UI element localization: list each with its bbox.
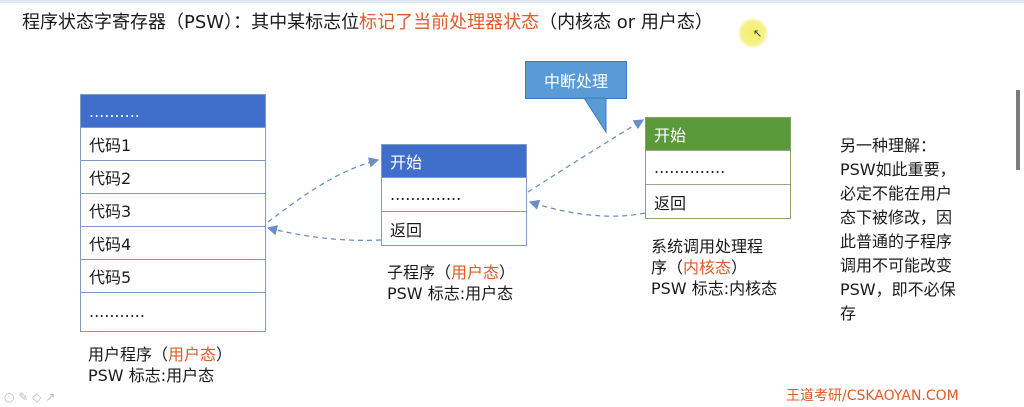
user-program-box: .......... 代码1 代码2 代码3 代码4 代码5 .........… <box>80 94 266 332</box>
caption-text: 序（ <box>651 258 684 277</box>
psw-flag-text: PSW 标志:用户态 <box>387 284 514 303</box>
caption-text: ） <box>731 258 748 277</box>
side-note: 另一种理解： PSW如此重要， 必定不能在用户 态下被修改，因 此普通的子程序 … <box>840 134 1020 326</box>
user-program-row: ........... <box>81 292 265 329</box>
side-note-line: 此普通的子程序 <box>840 232 953 251</box>
psw-flag-text: PSW 标志:内核态 <box>651 279 778 298</box>
side-note-line: 必定不能在用户 <box>840 184 953 203</box>
caption-text: ） <box>499 263 516 282</box>
interrupt-callout: 中断处理 <box>525 61 627 99</box>
syscall-handler-row: 开始 <box>646 118 790 150</box>
side-note-line: 态下被修改，因 <box>840 208 953 227</box>
scrollbar-thumb[interactable] <box>1016 90 1020 170</box>
arrow-return-subroutine <box>266 225 382 242</box>
user-program-row: 代码5 <box>81 259 265 292</box>
cursor-icon: ↖ <box>753 27 763 40</box>
caption-text: 子程序（ <box>387 263 452 282</box>
side-note-line: PSW如此重要， <box>840 160 956 179</box>
side-note-line: PSW，即不必保 <box>840 280 956 299</box>
callout-pointer <box>583 97 607 134</box>
title-prefix: 程序状态字寄存器（PSW）：其中某标志位 <box>22 12 360 33</box>
user-program-row: 代码4 <box>81 226 265 259</box>
subroutine-row: 开始 <box>382 145 526 177</box>
subroutine-row: .............. <box>382 177 526 211</box>
player-controls-icon[interactable]: ○ ✎ ◇ ↗ <box>4 390 56 404</box>
user-program-row: .......... <box>81 95 265 127</box>
side-note-line: 调用不可能改变 <box>840 256 953 275</box>
top-border <box>0 0 1024 3</box>
syscall-handler-box: 开始 .............. 返回 <box>645 117 791 219</box>
arrow-return-syscall <box>528 199 646 217</box>
footer-watermark: 王道考研/CSKAOYAN.COM <box>786 388 959 404</box>
caption-highlight: 用户态 <box>168 345 217 364</box>
user-program-row: 代码1 <box>81 127 265 160</box>
syscall-handler-caption: 系统调用处理程 序（内核态） PSW 标志:内核态 <box>651 236 777 299</box>
arrow-call-syscall <box>527 119 645 193</box>
user-program-caption: 用户程序（用户态） PSW 标志:用户态 <box>88 344 232 386</box>
caption-highlight: 内核态 <box>683 258 732 277</box>
subroutine-box: 开始 .............. 返回 <box>381 144 527 246</box>
cursor-highlight <box>738 18 768 48</box>
side-note-line: 另一种理解： <box>840 136 937 155</box>
user-program-row: 代码3 <box>81 193 265 226</box>
caption-highlight: 用户态 <box>451 263 500 282</box>
syscall-handler-row: 返回 <box>646 184 790 218</box>
title-highlight: 标记了当前处理器状态 <box>359 12 540 33</box>
caption-text: 用户程序（ <box>88 345 169 364</box>
caption-text: 系统调用处理程 <box>651 237 764 256</box>
slide-title: 程序状态字寄存器（PSW）：其中某标志位标记了当前处理器状态（内核态 or 用户… <box>22 8 713 34</box>
side-note-line: 存 <box>840 304 857 323</box>
user-program-row: 代码2 <box>81 160 265 193</box>
arrow-call-subroutine <box>267 157 380 223</box>
psw-flag-text: PSW 标志:用户态 <box>88 366 215 385</box>
subroutine-caption: 子程序（用户态） PSW 标志:用户态 <box>387 262 515 304</box>
syscall-handler-row: .............. <box>646 150 790 184</box>
subroutine-row: 返回 <box>382 211 526 245</box>
caption-text: ） <box>216 345 233 364</box>
title-suffix: （内核态 or 用户态） <box>539 12 713 33</box>
